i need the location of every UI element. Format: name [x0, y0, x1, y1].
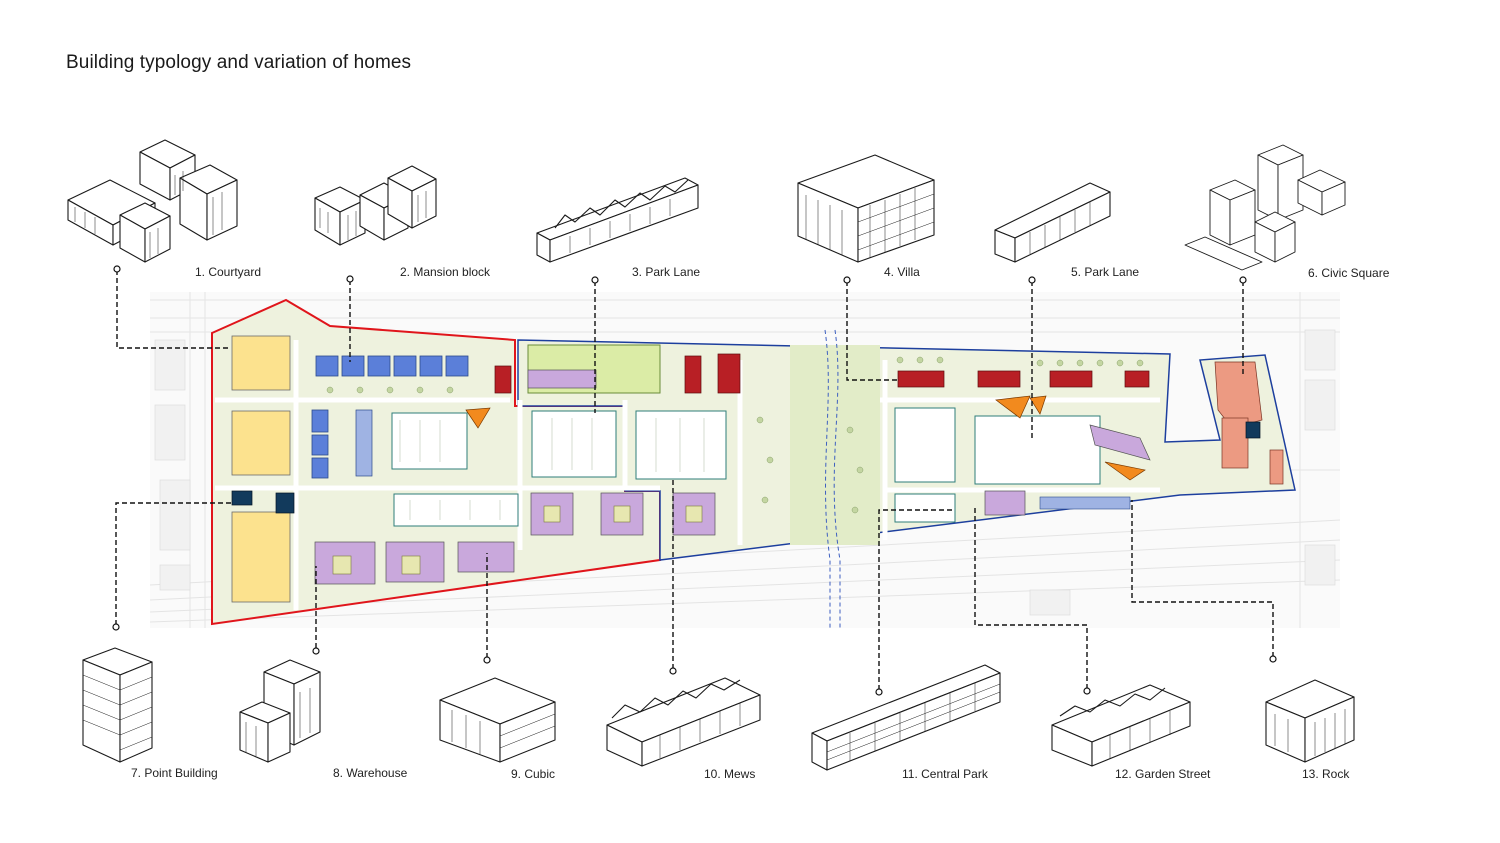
label-rock: 13. Rock [1302, 767, 1350, 781]
park-lane-sketch-5 [994, 182, 1111, 263]
rock-blocks [465, 395, 1146, 481]
river-line [833, 329, 841, 628]
block-lilac [527, 369, 597, 389]
central-park-sketch [811, 664, 1001, 771]
park-lane-sketch-3 [536, 177, 699, 263]
central-park-terrace [1039, 496, 1131, 510]
mansion-blocks [311, 355, 469, 479]
garden-street-sketch [1051, 684, 1191, 767]
label-villa: 4. Villa [884, 265, 920, 279]
label-civic-square: 6. Civic Square [1308, 266, 1390, 280]
villa-sketch [797, 154, 935, 263]
label-cubic: 9. Cubic [511, 767, 556, 781]
mansion-block-light [355, 409, 373, 477]
label-point-building: 7. Point Building [131, 766, 218, 780]
context-buildings [154, 329, 1336, 616]
label-park-lane-3: 3. Park Lane [632, 265, 701, 279]
mews-sketch [606, 677, 761, 767]
rock-sketch [1265, 679, 1355, 763]
label-mansion-block: 2. Mansion block [400, 265, 491, 279]
terrace-grain [399, 418, 705, 520]
label-park-lane-5: 5. Park Lane [1071, 265, 1140, 279]
axonometric-sketches [67, 139, 1355, 771]
page-title: Building typology and variation of homes [66, 52, 412, 73]
leader-lines [115, 270, 1274, 690]
label-central-park: 11. Central Park [902, 767, 988, 781]
civic-square-sketch [1184, 144, 1346, 271]
courtyard-sketch [67, 139, 238, 263]
trees [326, 356, 1144, 514]
label-courtyard: 1. Courtyard [195, 265, 262, 279]
site-plan [149, 292, 1341, 628]
label-warehouse: 8. Warehouse [333, 766, 408, 780]
civic-square-blocks [1214, 361, 1284, 485]
label-mews: 10. Mews [704, 767, 756, 781]
cubic-courts [332, 505, 703, 575]
leader-end-circles [112, 265, 1277, 696]
point-building-sketch [82, 647, 153, 763]
point-blocks [231, 421, 1261, 514]
courtyard-blocks [231, 335, 291, 603]
park-lane-blocks [494, 353, 1150, 394]
cubic-blocks [314, 424, 1151, 585]
label-garden-street: 12. Garden Street [1115, 767, 1211, 781]
mansion-block-sketch [314, 165, 437, 246]
terrace-rows [391, 407, 1101, 527]
warehouse-sketch [239, 659, 321, 763]
cubic-sketch [439, 677, 556, 763]
